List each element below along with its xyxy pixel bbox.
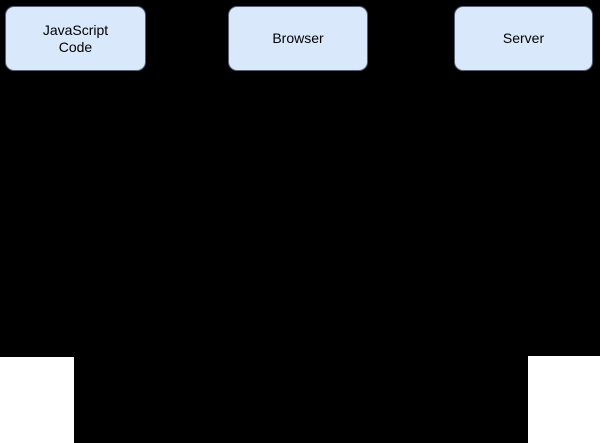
actor-box-browser: Browser (228, 6, 368, 71)
actor-label-javascript-code: JavaScript Code (42, 21, 109, 55)
actor-label-browser: Browser (272, 30, 324, 46)
bottom-right-white-rect (528, 356, 600, 443)
actor-box-server: Server (454, 6, 593, 71)
actor-label-server: Server (502, 30, 545, 46)
bottom-left-white-rect (0, 357, 74, 443)
actor-box-javascript-code: JavaScript Code (5, 6, 146, 71)
